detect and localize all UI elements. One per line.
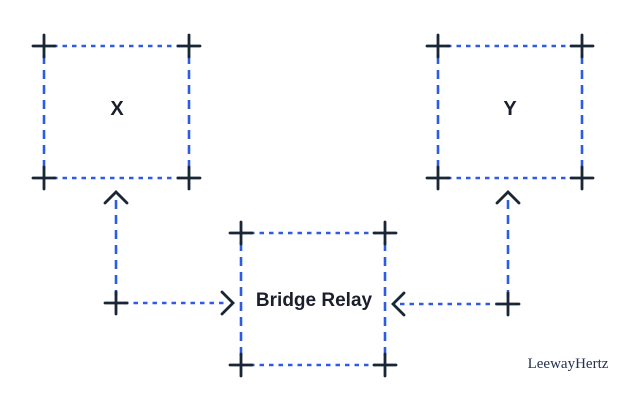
arrow-left-icon [391, 291, 406, 317]
plus-marker [103, 290, 129, 316]
arrow-up-icon [103, 190, 129, 205]
connector-left-elbow [103, 190, 235, 316]
plus-marker [228, 352, 254, 378]
plus-marker [425, 165, 451, 191]
plus-marker [569, 33, 595, 59]
plus-marker [425, 33, 451, 59]
connector-right-elbow [391, 190, 521, 317]
node-bridge-relay: Bridge Relay [228, 220, 398, 378]
plus-marker [372, 220, 398, 246]
watermark-text: LeewayHertz [528, 356, 609, 372]
plus-marker [31, 33, 57, 59]
plus-marker [228, 220, 254, 246]
plus-marker [569, 165, 595, 191]
node-y: Y [425, 33, 595, 191]
arrow-right-icon [220, 290, 235, 316]
plus-marker [31, 165, 57, 191]
node-x: X [31, 33, 202, 191]
plus-marker [176, 33, 202, 59]
arrow-up-icon [495, 190, 521, 205]
plus-marker [176, 165, 202, 191]
node-x-label: X [110, 98, 124, 120]
node-y-label: Y [503, 98, 517, 120]
plus-marker [495, 291, 521, 317]
plus-marker [372, 352, 398, 378]
bridge-relay-label: Bridge Relay [256, 290, 373, 311]
